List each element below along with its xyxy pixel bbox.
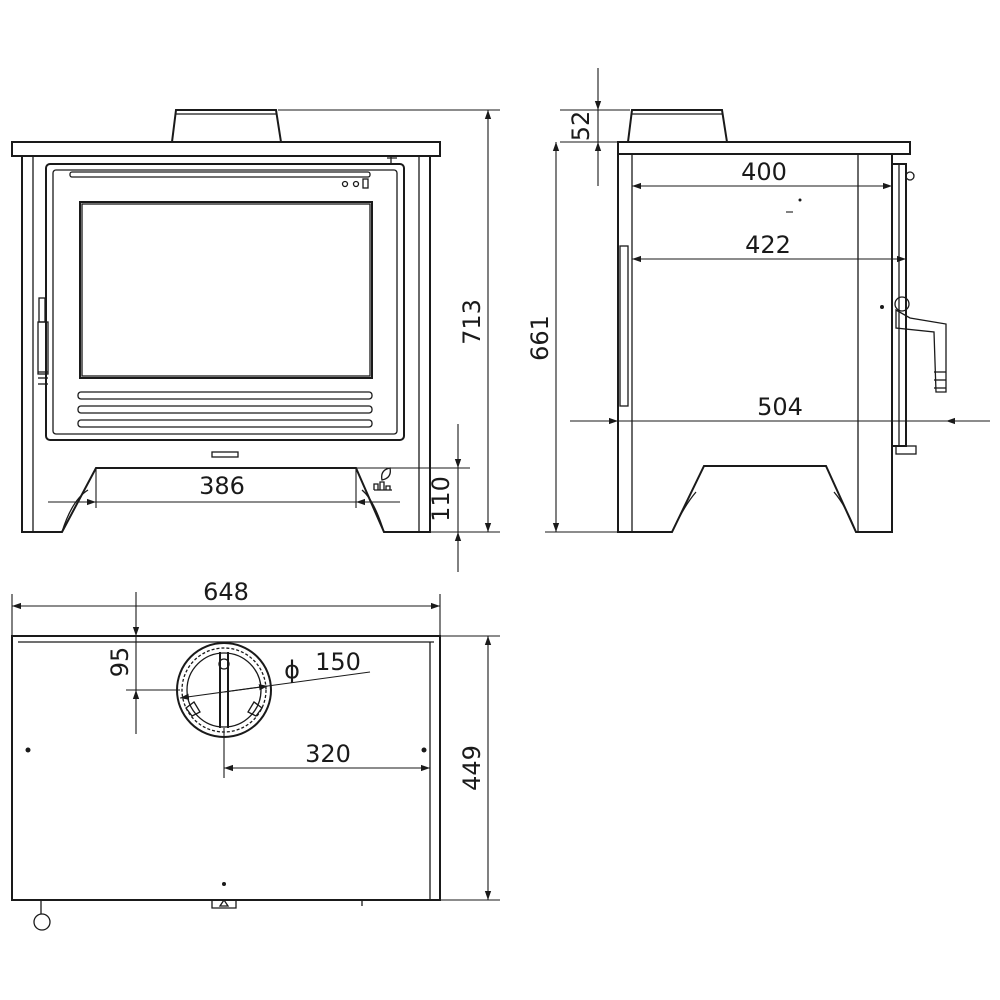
side-flue-collar xyxy=(627,109,728,143)
grille-bar xyxy=(77,391,373,400)
eco-leaf-icon xyxy=(373,467,392,491)
top-dim-label-95: 95 xyxy=(106,647,134,678)
side-body-outline xyxy=(617,154,893,533)
air-wash-slot xyxy=(69,171,371,178)
side-dim-label-400: 400 xyxy=(741,158,787,186)
rear-heat-shield xyxy=(619,245,629,407)
door-handle xyxy=(37,297,49,385)
diameter-symbol-icon: ϕ xyxy=(284,656,300,684)
top-dim-label-648: 648 xyxy=(203,578,249,606)
front-top-plate xyxy=(11,141,441,157)
front-body-outline xyxy=(21,156,431,533)
top-dim-label-150: 150 xyxy=(315,648,361,676)
grille-bar xyxy=(77,419,373,428)
top-dim-label-320: 320 xyxy=(305,740,351,768)
front-dim-label-713: 713 xyxy=(458,299,486,345)
top-outline xyxy=(11,635,441,901)
front-door xyxy=(45,163,405,441)
side-dim-label-661: 661 xyxy=(526,315,554,361)
top-dim-line-150 xyxy=(179,671,371,700)
front-view: 386 110 713 xyxy=(11,109,500,572)
grille-bar xyxy=(77,405,373,414)
top-dim-label-449: 449 xyxy=(458,745,486,791)
air-control-knob xyxy=(341,180,349,188)
side-dim-label-422: 422 xyxy=(745,231,791,259)
side-handle xyxy=(880,296,947,393)
side-dim-label-504: 504 xyxy=(757,393,803,421)
top-flue-collar xyxy=(176,642,272,738)
front-dim-label-110: 110 xyxy=(427,476,455,522)
front-dim-label-386: 386 xyxy=(199,472,245,500)
front-badge xyxy=(211,451,239,458)
side-dim-label-52: 52 xyxy=(567,111,595,142)
front-flue-collar xyxy=(171,109,282,143)
top-view: 648 95 ϕ 150 320 449 xyxy=(11,578,500,931)
front-glass-window xyxy=(79,201,373,379)
side-view: 52 661 400 422 504 xyxy=(526,68,990,533)
side-top-plate xyxy=(617,141,911,155)
